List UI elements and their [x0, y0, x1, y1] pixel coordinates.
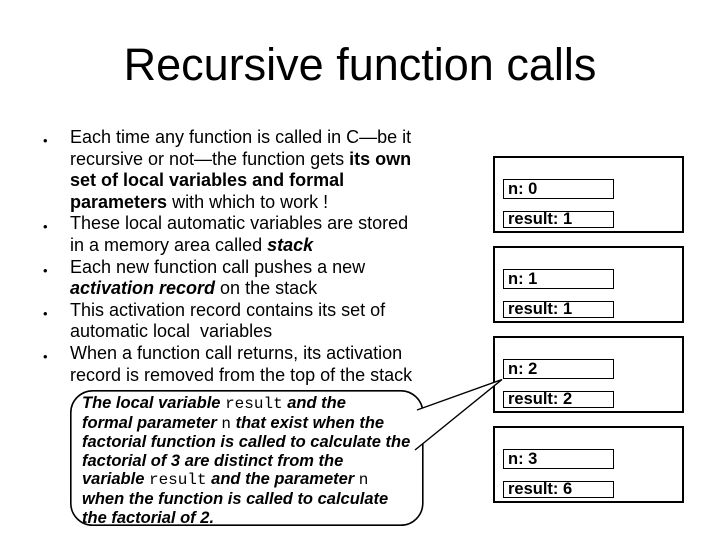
bullet-line: activation record on the stack — [70, 278, 440, 300]
callout-line: the factorial of 2. — [82, 509, 420, 528]
text-segment: parameters — [70, 191, 168, 212]
bullet-line: record is removed from the top of the st… — [70, 365, 440, 387]
n-variable-box: n: 2 — [503, 359, 614, 379]
bullet-line: automatic local variables — [70, 321, 440, 343]
text-segment: on the stack — [215, 278, 318, 299]
stack-frame: n: 3 result: 6 — [493, 426, 684, 503]
code-token: n — [358, 471, 369, 490]
text-segment: with which to work ! — [167, 191, 329, 212]
stack-frame: n: 2 result: 2 — [493, 336, 684, 413]
text-segment: record is removed from the top of the st… — [70, 364, 413, 385]
callout-line: formal parameter n that exist when the — [82, 414, 420, 434]
bullet-icon: • — [43, 133, 48, 148]
stack-frame: n: 1 result: 1 — [493, 246, 684, 323]
bullet-icon: • — [43, 262, 48, 278]
text-segment: in a memory area called — [70, 234, 268, 255]
text-segment: variable — [82, 470, 149, 489]
text-segment: automatic local variables — [70, 321, 273, 342]
bullet-list: • Each time any function is called in C—b… — [40, 127, 440, 386]
callout-line: factorial function is called to calculat… — [82, 433, 420, 452]
n-variable-box: n: 0 — [503, 179, 614, 199]
bullet-icon: • — [43, 348, 48, 364]
text-segment: set of local variables and formal — [70, 170, 345, 191]
bullet-line: This activation record contains its set … — [70, 300, 440, 322]
n-variable-box: n: 3 — [503, 449, 614, 469]
bullet-item: • These local automatic variables are sto… — [40, 213, 440, 256]
bullet-icon: • — [43, 219, 48, 235]
text-segment: formal parameter — [82, 413, 222, 432]
bullet-line: parameters with which to work ! — [70, 192, 440, 214]
bullet-line: These local automatic variables are stor… — [70, 213, 440, 235]
callout-line: factorial of 3 are distinct from the — [82, 452, 420, 471]
bullet-line: in a memory area called stack — [70, 235, 440, 257]
text-segment: its own — [349, 148, 412, 169]
callout-line: variable result and the parameter n — [82, 470, 420, 490]
result-variable-box: result: 1 — [503, 211, 614, 228]
text-segment: The local variable — [82, 394, 226, 412]
callout-tail — [414, 378, 503, 451]
bullet-item: • This activation record contains its set… — [40, 300, 440, 343]
slide-title: Recursive function calls — [123, 39, 597, 90]
bullet-line: set of local variables and formal — [70, 170, 440, 192]
code-token: n — [221, 414, 231, 433]
text-segment: recursive or not—the function gets — [70, 148, 350, 169]
callout-line: when the function is called to calculate — [82, 490, 420, 509]
text-segment: that exist when the — [231, 413, 385, 432]
result-variable-box: result: 1 — [503, 301, 614, 318]
callout-line: The local variable result and the — [82, 394, 420, 414]
bullet-line: When a function call returns, its activa… — [70, 343, 440, 365]
stack-frame: n: 0 result: 1 — [493, 156, 684, 233]
bullet-line: Each time any function is called in C—be… — [70, 127, 440, 149]
bullet-line: recursive or not—the function gets its o… — [70, 149, 440, 171]
text-segment: These local automatic variables are stor… — [70, 213, 409, 234]
code-token: result — [225, 395, 283, 413]
text-segment: This activation record contains its set … — [70, 299, 386, 320]
text-segment: the factorial of 2. — [82, 508, 215, 527]
text-segment: activation record — [70, 278, 216, 299]
text-segment: stack — [267, 234, 314, 255]
text-segment: and the parameter — [206, 470, 359, 489]
text-segment: when the function is called to calculate — [82, 489, 389, 508]
bullet-icon: • — [43, 305, 48, 321]
text-segment: factorial of 3 are distinct from the — [82, 451, 344, 470]
bullet-item: • Each time any function is called in C—b… — [40, 127, 440, 213]
bullet-line: Each new function call pushes a new — [70, 257, 440, 279]
n-variable-box: n: 1 — [503, 269, 614, 289]
bullet-item: • When a function call returns, its activ… — [40, 343, 440, 386]
text-segment: factorial function is called to calculat… — [82, 433, 411, 452]
text-segment: and the — [282, 394, 346, 412]
result-variable-box: result: 2 — [503, 391, 614, 408]
code-token: result — [148, 471, 207, 490]
text-segment: Each time any function is called in C—be… — [70, 127, 412, 147]
result-variable-box: result: 6 — [503, 481, 614, 498]
text-segment: Each new function call pushes a new — [70, 256, 366, 277]
text-segment: When a function call returns, its activa… — [70, 342, 403, 363]
